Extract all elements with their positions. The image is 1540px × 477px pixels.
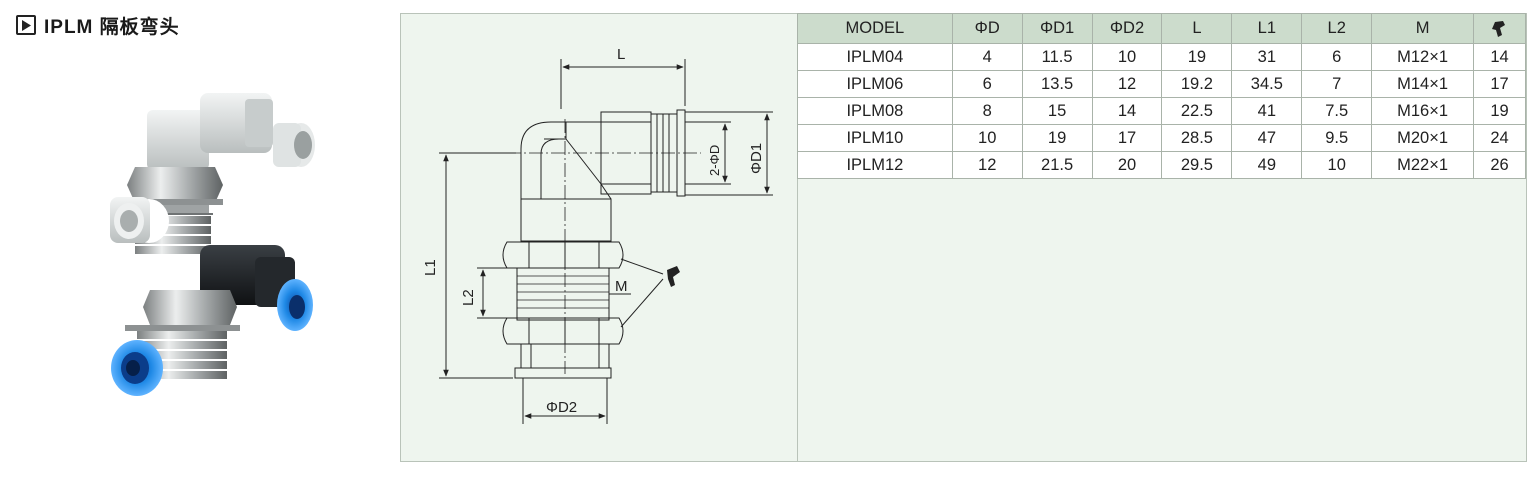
dim-label-l1: L1 xyxy=(422,259,439,276)
table-row: IPLM10 10 19 17 28.5 47 9.5 M20×1 24 xyxy=(797,124,1526,152)
col-header-l: L xyxy=(1161,13,1233,44)
cell-l1: 31 xyxy=(1231,43,1303,71)
cell-phi-d2: 14 xyxy=(1091,97,1163,125)
cell-phi-d2: 10 xyxy=(1091,43,1163,71)
col-header-phi-d2: ΦD2 xyxy=(1091,13,1163,44)
technical-drawing: L M ΦD2 L1 L2 ΦD1 2-ΦD xyxy=(401,14,798,461)
cell-wrench: 24 xyxy=(1473,124,1526,152)
cell-l2: 9.5 xyxy=(1301,124,1373,152)
cell-wrench: 26 xyxy=(1473,151,1526,179)
cell-phi-d: 4 xyxy=(951,43,1023,71)
cell-l1: 41 xyxy=(1231,97,1303,125)
cell-l1: 49 xyxy=(1231,151,1303,179)
cell-l1: 34.5 xyxy=(1231,70,1303,98)
cell-phi-d1: 15 xyxy=(1021,97,1093,125)
cell-m: M22×1 xyxy=(1371,151,1475,179)
col-header-phi-d: ΦD xyxy=(951,13,1023,44)
product-photos xyxy=(105,85,320,405)
col-header-l2: L2 xyxy=(1301,13,1373,44)
cell-phi-d1: 19 xyxy=(1021,124,1093,152)
cell-l2: 7.5 xyxy=(1301,97,1373,125)
product-title: IPLM 隔板弯头 xyxy=(16,12,180,38)
cell-l: 22.5 xyxy=(1161,97,1233,125)
cell-phi-d2: 20 xyxy=(1091,151,1163,179)
wrench-icon xyxy=(1491,20,1505,37)
cell-wrench: 17 xyxy=(1473,70,1526,98)
dim-label-l: L xyxy=(617,46,625,63)
cell-m: M20×1 xyxy=(1371,124,1475,152)
cell-wrench: 19 xyxy=(1473,97,1526,125)
cell-phi-d: 8 xyxy=(951,97,1023,125)
wrench-icon xyxy=(667,266,680,287)
cell-model: IPLM10 xyxy=(797,124,953,152)
cell-m: M16×1 xyxy=(1371,97,1475,125)
cell-phi-d2: 17 xyxy=(1091,124,1163,152)
cell-l2: 6 xyxy=(1301,43,1373,71)
col-header-phi-d1: ΦD1 xyxy=(1021,13,1093,44)
cell-model: IPLM04 xyxy=(797,43,953,71)
cell-phi-d1: 11.5 xyxy=(1021,43,1093,71)
table-row: IPLM04 4 11.5 10 19 31 6 M12×1 14 xyxy=(797,43,1526,71)
cell-model: IPLM08 xyxy=(797,97,953,125)
dim-label-phi-d2: ΦD2 xyxy=(546,399,577,416)
cell-l2: 10 xyxy=(1301,151,1373,179)
cell-model: IPLM12 xyxy=(797,151,953,179)
black-fitting-image xyxy=(111,245,313,396)
cell-phi-d: 12 xyxy=(951,151,1023,179)
cell-l: 19.2 xyxy=(1161,70,1233,98)
cell-phi-d1: 21.5 xyxy=(1021,151,1093,179)
cell-phi-d2: 12 xyxy=(1091,70,1163,98)
spec-table: MODEL ΦD ΦD1 ΦD2 L L1 L2 M xyxy=(797,13,1526,179)
cell-wrench: 14 xyxy=(1473,43,1526,71)
cell-l: 29.5 xyxy=(1161,151,1233,179)
cell-l2: 7 xyxy=(1301,70,1373,98)
dim-label-m: M xyxy=(615,278,628,295)
cell-l: 19 xyxy=(1161,43,1233,71)
cell-m: M14×1 xyxy=(1371,70,1475,98)
dim-label-phi-d1: ΦD1 xyxy=(748,143,765,174)
table-row: IPLM06 6 13.5 12 19.2 34.5 7 M14×1 17 xyxy=(797,70,1526,98)
cell-phi-d1: 13.5 xyxy=(1021,70,1093,98)
table-header-row: MODEL ΦD ΦD1 ΦD2 L L1 L2 M xyxy=(797,13,1526,44)
col-header-wrench xyxy=(1473,13,1526,44)
spec-table-area: MODEL ΦD ΦD1 ΦD2 L L1 L2 M xyxy=(797,13,1526,461)
dim-label-l2: L2 xyxy=(460,289,477,306)
play-icon xyxy=(16,15,36,35)
cell-model: IPLM06 xyxy=(797,70,953,98)
col-header-l1: L1 xyxy=(1231,13,1303,44)
col-header-m: M xyxy=(1371,13,1475,44)
col-header-model: MODEL xyxy=(797,13,953,44)
dim-label-2-phi-d: 2-ΦD xyxy=(707,145,722,176)
table-row: IPLM08 8 15 14 22.5 41 7.5 M16×1 19 xyxy=(797,97,1526,125)
spec-panel: L M ΦD2 L1 L2 ΦD1 2-ΦD MODEL ΦD ΦD1 ΦD2 xyxy=(400,13,1527,462)
cell-l: 28.5 xyxy=(1161,124,1233,152)
page-title: IPLM 隔板弯头 xyxy=(44,16,180,38)
cell-l1: 47 xyxy=(1231,124,1303,152)
table-row: IPLM12 12 21.5 20 29.5 49 10 M22×1 26 xyxy=(797,151,1526,179)
cell-phi-d: 6 xyxy=(951,70,1023,98)
grey-fitting-image xyxy=(110,93,315,254)
cell-phi-d: 10 xyxy=(951,124,1023,152)
cell-m: M12×1 xyxy=(1371,43,1475,71)
